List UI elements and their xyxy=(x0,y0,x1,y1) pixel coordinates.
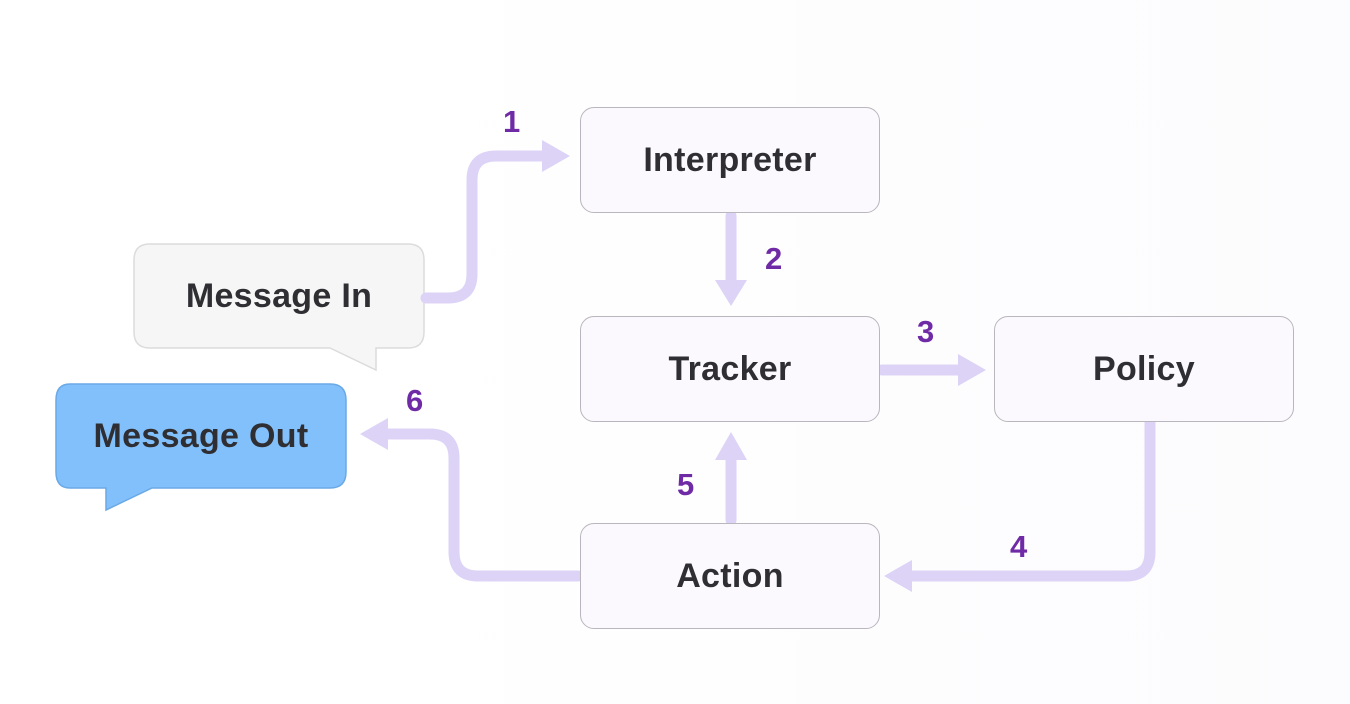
step-3-number: 3 xyxy=(917,314,935,349)
message-out-label: Message Out xyxy=(93,416,309,455)
arrow-4-head xyxy=(884,560,912,592)
step-4-number: 4 xyxy=(1010,529,1028,564)
arrow-1-line xyxy=(420,150,554,304)
arrow-3-head xyxy=(958,354,986,386)
step-6-number: 6 xyxy=(406,383,424,418)
arrow-6-head xyxy=(360,418,388,450)
policy-node: Policy xyxy=(994,316,1294,422)
step-5-number: 5 xyxy=(677,467,695,502)
action-node: Action xyxy=(580,523,880,629)
tracker-node: Tracker xyxy=(580,316,880,422)
message-in-bubble-shape xyxy=(133,243,425,372)
arrow-2-head xyxy=(715,280,747,306)
message-out-bubble-shape xyxy=(55,383,347,512)
arrow-1-head xyxy=(542,140,570,172)
arrow-6-line xyxy=(382,428,584,582)
interpreter-node: Interpreter xyxy=(580,107,880,213)
step-1-number: 1 xyxy=(503,104,521,139)
message-in-label: Message In xyxy=(185,276,373,315)
step-2-number: 2 xyxy=(765,241,783,276)
arrow-5-head xyxy=(715,432,747,460)
arrow-4-line xyxy=(906,416,1156,582)
